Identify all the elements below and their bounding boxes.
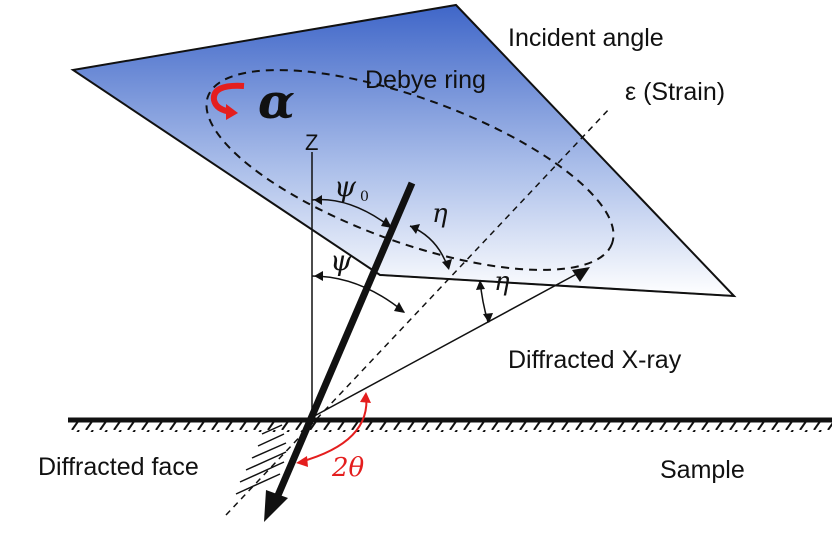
- eta2-arrow-bottom: [483, 313, 493, 323]
- label-psi0-subscript: 0: [360, 189, 369, 205]
- incident-beam-arrowhead: [264, 490, 288, 522]
- label-eta-1: η: [432, 199, 448, 229]
- label-alpha: α: [258, 74, 295, 130]
- label-incident-angle: Incident angle: [508, 24, 664, 52]
- label-sample: Sample: [660, 456, 745, 484]
- label-psi: ψ: [330, 244, 353, 277]
- psi0-arrow-left: [314, 195, 322, 205]
- rotation-arrowhead-icon: [226, 104, 238, 120]
- label-strain: ε (Strain): [625, 78, 725, 106]
- diffracted-face-hatch: [235, 424, 287, 495]
- label-z-axis: Z: [305, 130, 318, 155]
- label-diffracted-xray: Diffracted X-ray: [508, 346, 682, 374]
- two-theta-arc: [299, 393, 368, 463]
- sample-hatching: [68, 422, 832, 432]
- eta1-arrow-top: [410, 224, 420, 234]
- eta2-arrow-top: [476, 280, 485, 290]
- diffracted-xray-line: [306, 269, 585, 421]
- label-debye-ring: Debye ring: [365, 66, 486, 94]
- two-theta-arrow-bottom: [296, 456, 308, 467]
- rotation-arrow-icon: [210, 82, 245, 115]
- label-diffracted-face: Diffracted face: [38, 453, 199, 481]
- psi-arrow-left: [314, 271, 323, 281]
- incident-beam: [272, 181, 416, 502]
- psi0-arrow-right: [381, 217, 392, 228]
- label-two-theta: 2θ: [331, 453, 365, 483]
- two-theta-arrow-top: [360, 392, 371, 403]
- diffracted-xray-arrowhead: [572, 267, 590, 282]
- strain-direction-line: [225, 107, 611, 516]
- plane-intersection-line: [379, 274, 735, 297]
- label-eta-2: η: [494, 267, 510, 297]
- psi-arrow-right: [394, 302, 405, 313]
- eta1-arrow-bottom: [442, 259, 452, 270]
